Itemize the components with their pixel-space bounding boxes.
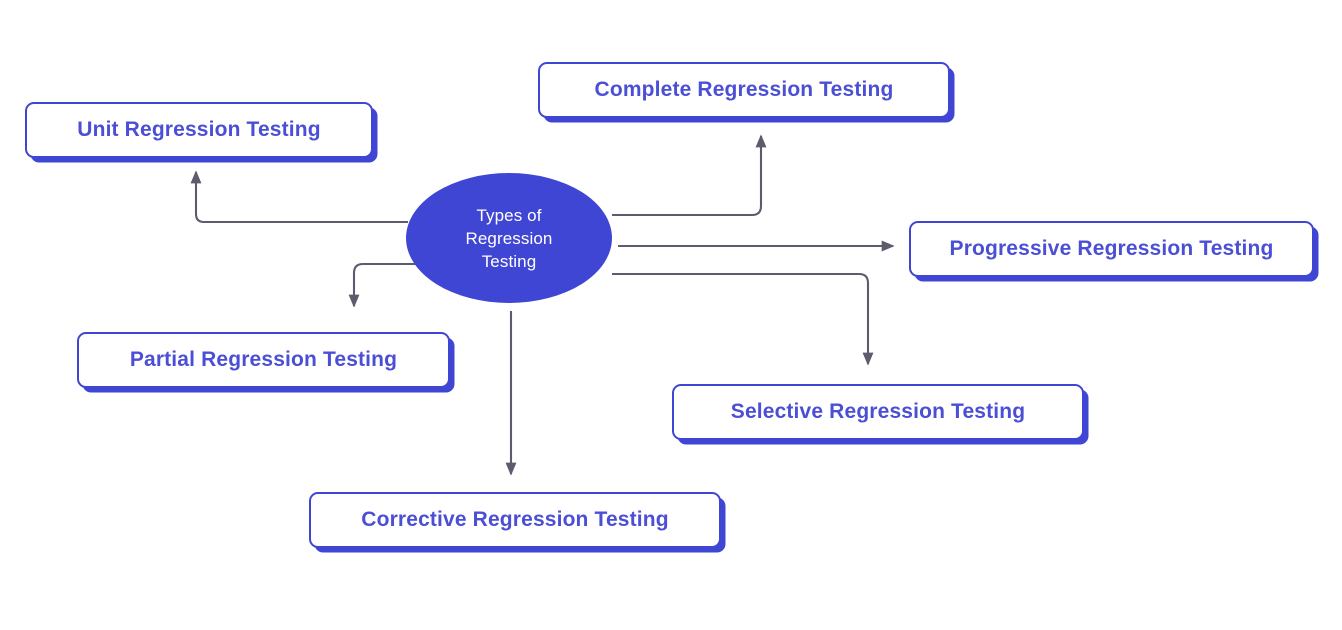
node-label: Corrective Regression Testing [361, 508, 669, 531]
connector-hub-to-unit [190, 170, 408, 224]
hub-node[interactable]: Types of Regression Testing [406, 173, 612, 303]
hub-node-label: Types of Regression Testing [465, 205, 553, 271]
connector-hub-to-partial [348, 262, 420, 308]
node-label: Selective Regression Testing [730, 400, 1026, 423]
node-unit-regression-testing[interactable]: Unit Regression Testing [25, 102, 373, 158]
node-label: Progressive Regression Testing [949, 237, 1274, 260]
node-label: Unit Regression Testing [77, 118, 321, 141]
node-label: Partial Regression Testing [129, 348, 398, 371]
connector-hub-to-complete [612, 134, 767, 217]
node-corrective-regression-testing[interactable]: Corrective Regression Testing [309, 492, 721, 548]
node-complete-regression-testing[interactable]: Complete Regression Testing [538, 62, 950, 118]
node-partial-regression-testing[interactable]: Partial Regression Testing [77, 332, 450, 388]
node-label: Complete Regression Testing [594, 78, 894, 101]
node-selective-regression-testing[interactable]: Selective Regression Testing [672, 384, 1084, 440]
connector-hub-to-selective [612, 272, 874, 366]
node-progressive-regression-testing[interactable]: Progressive Regression Testing [909, 221, 1314, 277]
